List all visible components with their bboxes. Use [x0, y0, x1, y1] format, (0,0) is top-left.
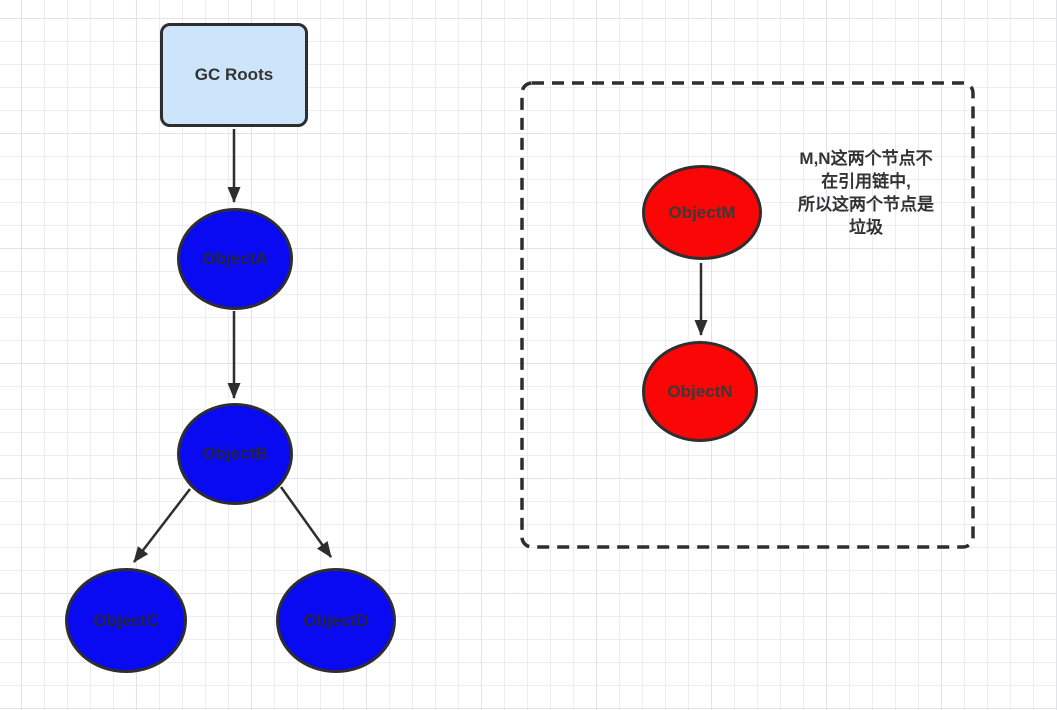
node-object-m[interactable]: ObjectM — [642, 165, 762, 260]
node-object-n[interactable]: ObjectN — [642, 341, 758, 442]
note-line: 所以这两个节点是 — [798, 195, 934, 214]
node-object-c[interactable]: ObjectC — [65, 568, 187, 673]
note-line: 在引用链中, — [821, 172, 911, 191]
node-label-object-c: ObjectC — [93, 610, 159, 630]
node-object-b[interactable]: ObjectB — [177, 403, 293, 505]
node-label-object-m: ObjectM — [668, 202, 736, 222]
node-object-a[interactable]: ObjectA — [177, 208, 293, 310]
node-gc-roots[interactable]: GC Roots — [160, 23, 308, 127]
edge-objectb-to-objectd[interactable] — [279, 486, 333, 558]
node-label-object-b: ObjectB — [202, 444, 268, 463]
note-text[interactable]: M,N这两个节点不在引用链中, 所以这两个节点是垃圾 — [756, 147, 976, 239]
node-label-object-d: ObjectD — [303, 610, 369, 630]
edge-objectb-to-objectc[interactable] — [133, 488, 191, 563]
node-object-d[interactable]: ObjectD — [276, 568, 396, 673]
note-line: M,N这两个节点不 — [799, 149, 933, 168]
node-label-gc-roots: GC Roots — [194, 65, 274, 84]
node-label-object-a: ObjectA — [202, 249, 268, 268]
note-line: 垃圾 — [849, 218, 883, 237]
garbage-group-box[interactable] — [520, 81, 975, 549]
node-label-object-n: ObjectN — [667, 381, 733, 401]
